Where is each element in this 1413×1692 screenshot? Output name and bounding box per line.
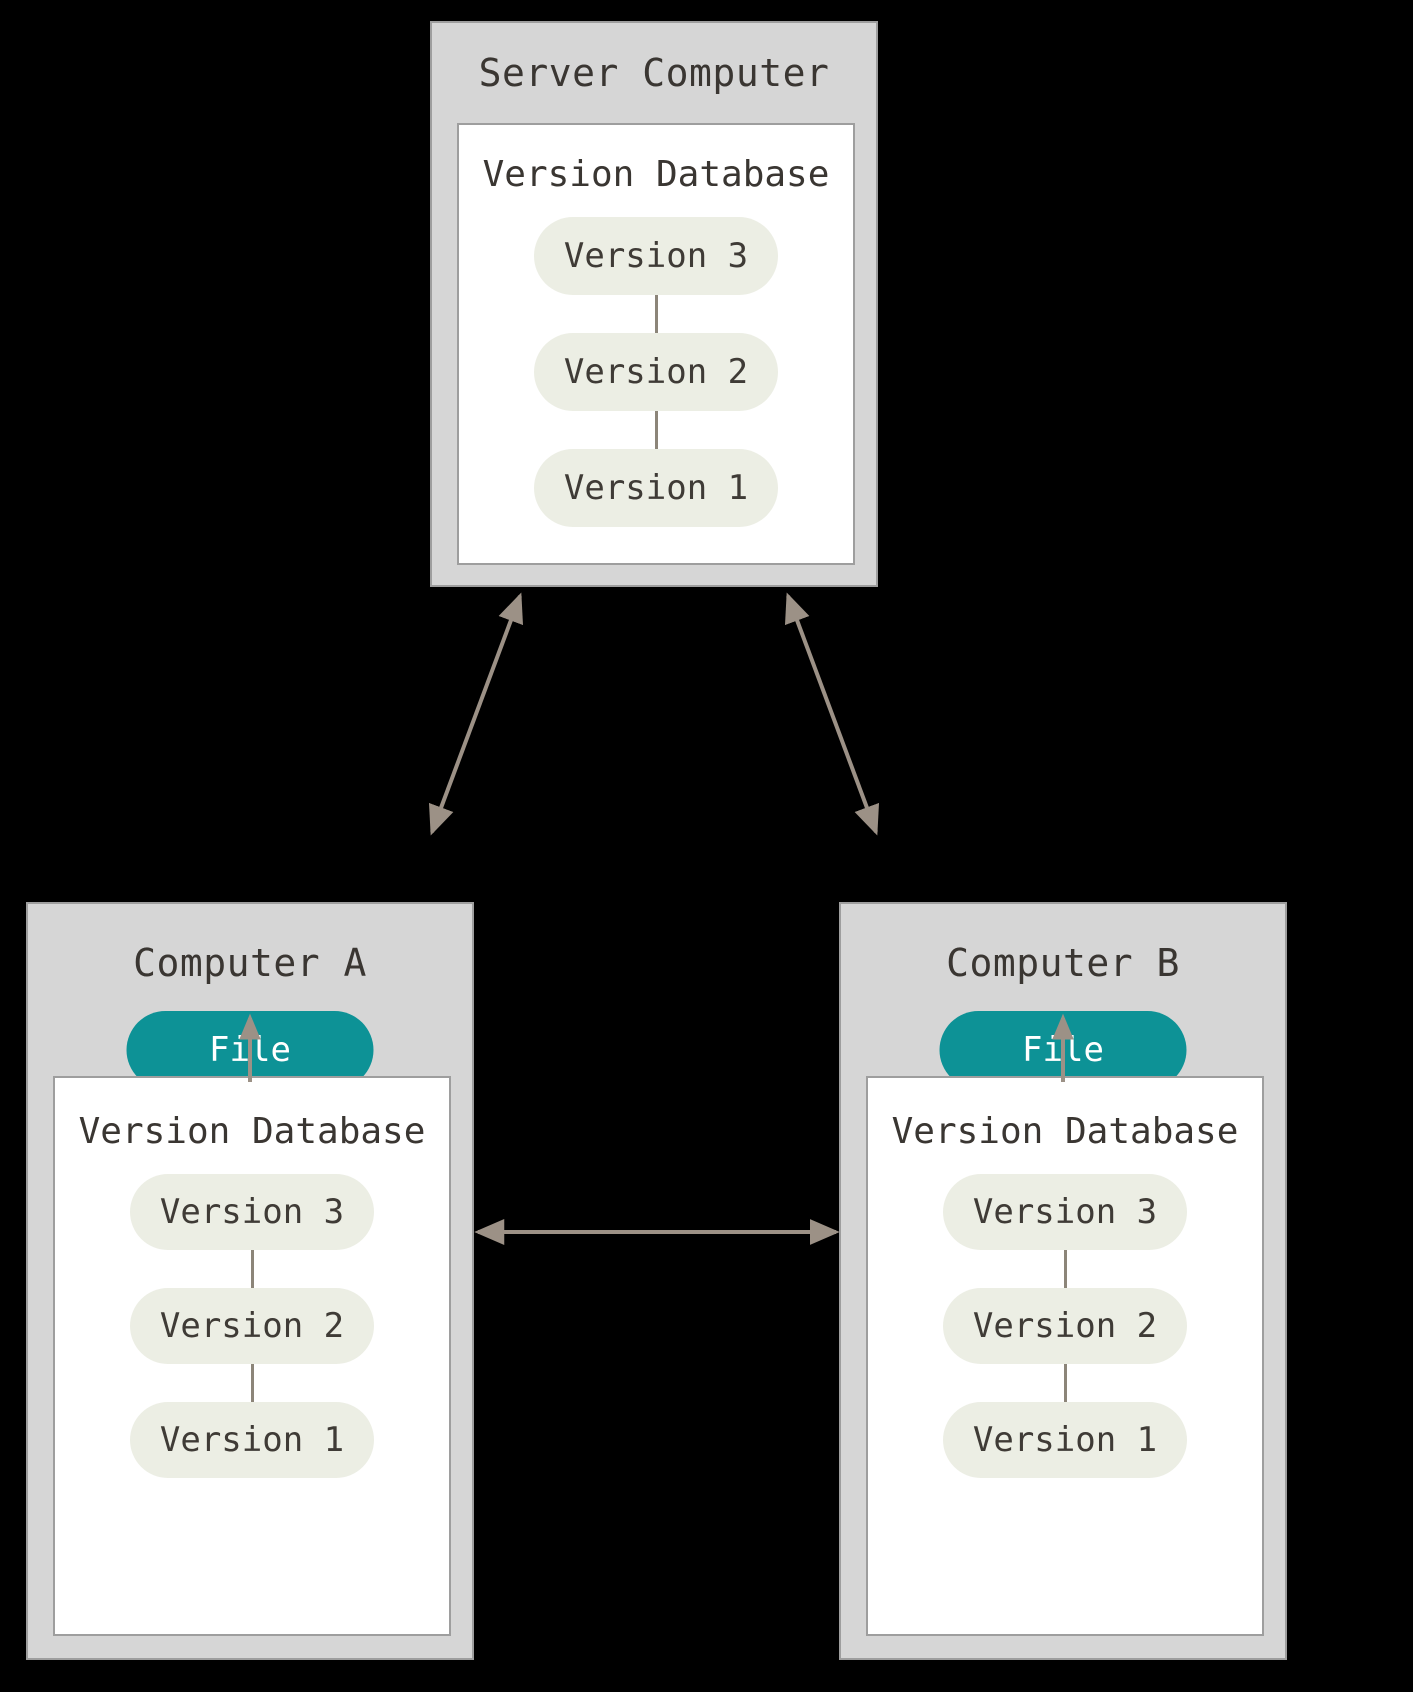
version-connector bbox=[250, 1250, 254, 1288]
version-pill: Version 2 bbox=[534, 333, 778, 411]
connector-server-to-computer-a bbox=[428, 592, 524, 836]
computer-b-version-stack: Version 3 Version 2 Version 1 bbox=[868, 1174, 1262, 1478]
version-connector bbox=[1063, 1364, 1067, 1402]
computer-a-version-database-box: Version Database Version 3 Version 2 Ver… bbox=[53, 1076, 451, 1636]
version-pill: Version 3 bbox=[534, 217, 778, 295]
version-pill: Version 3 bbox=[130, 1174, 374, 1250]
computer-a-version-stack: Version 3 Version 2 Version 1 bbox=[55, 1174, 449, 1478]
computer-b-version-database-box: Version Database Version 3 Version 2 Ver… bbox=[866, 1076, 1264, 1636]
server-version-database-title: Version Database bbox=[482, 154, 830, 195]
version-pill: Version 2 bbox=[130, 1288, 374, 1364]
version-pill: Version 1 bbox=[943, 1402, 1187, 1478]
version-connector bbox=[1063, 1250, 1067, 1288]
version-pill: Version 2 bbox=[943, 1288, 1187, 1364]
version-pill: Version 1 bbox=[130, 1402, 374, 1478]
version-connector bbox=[250, 1364, 254, 1402]
server-version-stack: Version 3 Version 2 Version 1 bbox=[459, 217, 853, 527]
computer-a-title: Computer A bbox=[133, 941, 367, 985]
version-connector bbox=[654, 295, 658, 333]
computer-a-box: Computer A File Version Database Version… bbox=[26, 902, 474, 1660]
server-version-database-box: Version Database Version 3 Version 2 Ver… bbox=[457, 123, 855, 565]
server-computer-title: Server Computer bbox=[478, 51, 830, 95]
version-pill: Version 1 bbox=[534, 449, 778, 527]
connector-server-to-computer-b bbox=[784, 592, 880, 836]
server-computer-box: Server Computer Version Database Version… bbox=[430, 21, 878, 587]
version-connector bbox=[654, 411, 658, 449]
computer-b-box: Computer B File Version Database Version… bbox=[839, 902, 1287, 1660]
computer-b-version-database-title: Version Database bbox=[891, 1111, 1239, 1152]
computer-a-version-database-title: Version Database bbox=[78, 1111, 426, 1152]
computer-b-title: Computer B bbox=[946, 941, 1180, 985]
version-pill: Version 3 bbox=[943, 1174, 1187, 1250]
